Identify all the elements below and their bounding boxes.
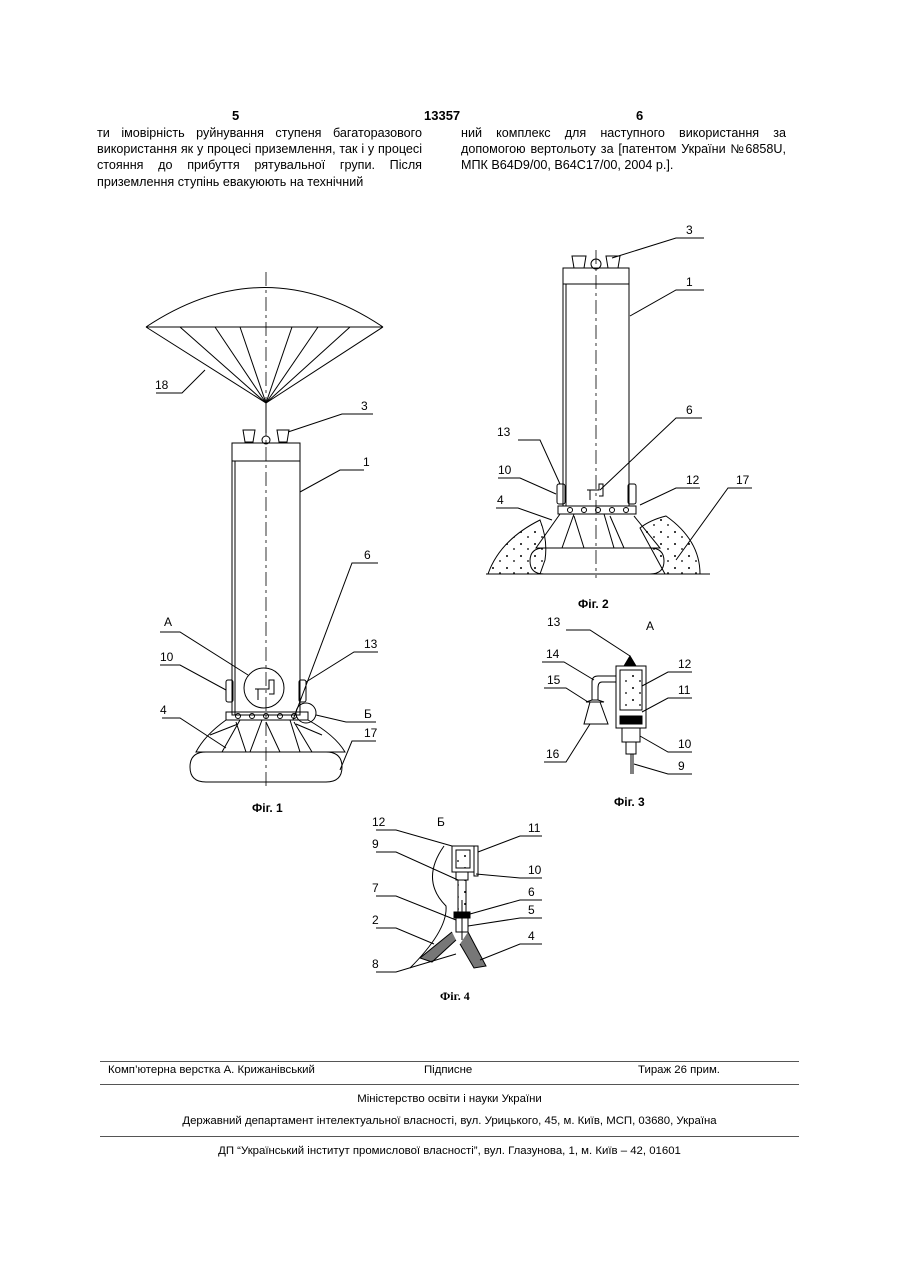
fig2-label-5: 10 <box>498 463 512 477</box>
figure-4-labels: 12 Б 11 9 10 7 6 5 2 4 8 Фіг. 4 <box>372 815 542 1003</box>
fig3-label-1: 13 <box>547 615 561 629</box>
footer-signed: Підписне <box>424 1064 472 1076</box>
fig3-label-6: 11 <box>678 683 691 697</box>
fig4-label-4: 9 <box>372 837 379 851</box>
fig2-label-1: 3 <box>686 223 693 237</box>
footer-rule-top <box>100 1061 799 1062</box>
figure-3-labels: 13 A 14 12 15 11 10 16 9 Фіг. 3 <box>546 615 692 809</box>
footer-rule-bottom <box>100 1136 799 1137</box>
fig3-label-9: 9 <box>678 759 685 773</box>
fig4-label-8: 5 <box>528 903 535 917</box>
figure-1 <box>146 272 383 790</box>
fig1-label-10: 17 <box>364 726 378 740</box>
fig4-label-1: 12 <box>372 815 386 829</box>
figure-2 <box>486 238 752 578</box>
fig4-caption: Фіг. 4 <box>440 989 470 1003</box>
fig2-label-6: 12 <box>686 473 700 487</box>
parachute-canopy <box>146 288 383 328</box>
fig3-label-5: 15 <box>547 673 561 687</box>
fig3-label-7: 10 <box>678 737 692 751</box>
fig2-label-3: 13 <box>497 425 511 439</box>
footer-department: Державний департамент інтелектуальної вл… <box>100 1115 799 1127</box>
fig1-label-3: 1 <box>363 455 370 469</box>
fig4-label-5: 10 <box>528 863 542 877</box>
footer-ministry: Міністерство освіти і науки України <box>100 1093 799 1105</box>
fig1-label-2: 3 <box>361 399 368 413</box>
fig1-label-1: 18 <box>155 378 169 392</box>
fig3-label-8: 16 <box>546 747 560 761</box>
figure-4 <box>376 830 542 972</box>
fig4-label-11: 8 <box>372 957 379 971</box>
fig2-caption: Фіг. 2 <box>578 597 609 611</box>
fig3-caption: Фіг. 3 <box>614 795 645 809</box>
fig2-label-4: 6 <box>686 403 693 417</box>
figure-3 <box>542 630 692 774</box>
footer-institute: ДП “Український інститут промислової вла… <box>100 1145 799 1157</box>
footer-rule-middle <box>100 1084 799 1085</box>
fig3-label-2: A <box>646 619 654 633</box>
fig3-label-3: 14 <box>546 647 560 661</box>
fig2-label-8: 4 <box>497 493 504 507</box>
fig4-label-3: 11 <box>528 821 541 835</box>
footer-layout: Комп’ютерна верстка А. Крижанівський <box>108 1064 315 1076</box>
fig1-label-9: 4 <box>160 703 167 717</box>
fig1-label-6: 10 <box>160 650 174 664</box>
fig1-label-4: 6 <box>364 548 371 562</box>
fig1-label-7: 13 <box>364 637 378 651</box>
fig4-label-9: 2 <box>372 913 379 927</box>
footer-circulation: Тираж 26 прим. <box>638 1064 720 1076</box>
fig1-caption: Фіг. 1 <box>252 801 283 815</box>
fig2-label-7: 17 <box>736 473 750 487</box>
fig4-label-2: Б <box>437 815 445 829</box>
fig4-label-7: 6 <box>528 885 535 899</box>
fig1-label-8: Б <box>364 707 372 721</box>
fig4-label-6: 7 <box>372 881 379 895</box>
fig3-label-4: 12 <box>678 657 692 671</box>
fig1-label-5: A <box>164 615 172 629</box>
fig4-label-10: 4 <box>528 929 535 943</box>
fig2-label-2: 1 <box>686 275 693 289</box>
